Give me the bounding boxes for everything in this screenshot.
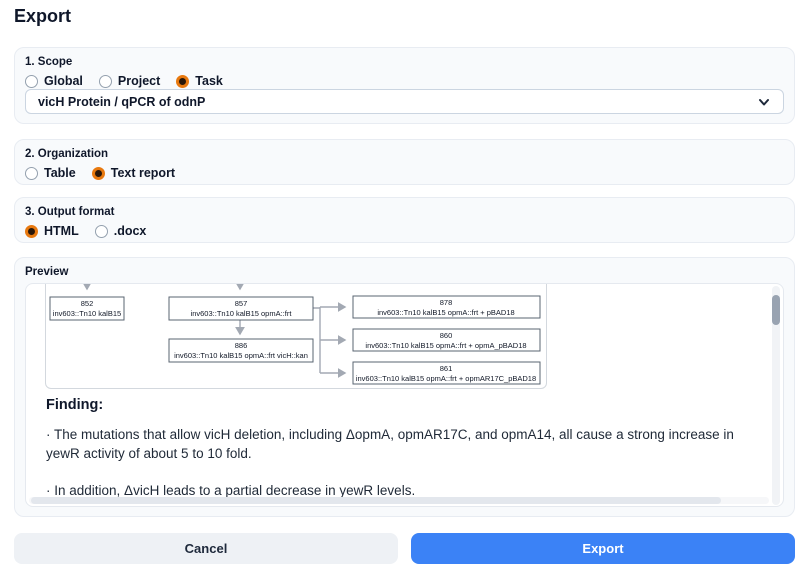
svg-text:inv603::Tn10 kalB15 opmA::frt: inv603::Tn10 kalB15 opmA::frt vicH::kan [174,351,308,360]
finding-point-1: · The mutations that allow vicH deletion… [46,427,734,461]
strain-node-857: 857 inv603::Tn10 kalB15 opmA::frt [168,296,314,321]
radio-selected-icon [91,166,105,180]
svg-text:852: 852 [81,299,94,308]
strain-node-878: 878 inv603::Tn10 kalB15 opmA::frt + pBAD… [352,295,541,319]
horizontal-scrollbar-thumb[interactable] [31,497,721,504]
preview-scroll-area: 852 inv603::Tn10 kalB15 857 inv603::Tn10… [25,283,784,507]
svg-text:inv603::Tn10 kalB15 opmA::frt: inv603::Tn10 kalB15 opmA::frt [191,309,293,318]
radio-icon [25,74,38,88]
finding-point-2: · In addition, ΔvicH leads to a partial … [46,483,416,498]
strain-lineage-diagram: 852 inv603::Tn10 kalB15 857 inv603::Tn10… [45,284,547,389]
strain-node-886: 886 inv603::Tn10 kalB15 opmA::frt vicH::… [168,338,314,363]
organization-radio-group: Table Text report [25,166,784,180]
svg-text:inv603::Tn10 kalB15 opmA::frt: inv603::Tn10 kalB15 opmA::frt + opmA_pBA… [365,341,526,350]
output-format-label: 3. Output format [25,206,115,218]
radio-icon [98,74,112,88]
strain-lineage-svg: 852 inv603::Tn10 kalB15 857 inv603::Tn10… [49,284,541,385]
radio-org-table[interactable]: Table [25,166,76,180]
radio-label: HTML [44,224,79,238]
radio-scope-global[interactable]: Global [25,74,83,88]
horizontal-scrollbar-track [29,497,769,504]
svg-text:857: 857 [235,299,248,308]
vertical-scrollbar-thumb[interactable] [772,295,780,325]
radio-label: Global [44,74,83,88]
chevron-down-icon [759,98,769,105]
svg-text:inv603::Tn10 kalB15 opmA::frt: inv603::Tn10 kalB15 opmA::frt + opmAR17C… [356,374,536,383]
cancel-button[interactable]: Cancel [14,533,398,564]
radio-icon [25,166,38,180]
strain-node-860: 860 inv603::Tn10 kalB15 opmA::frt + opmA… [352,328,541,352]
radio-label: .docx [113,224,147,238]
svg-text:878: 878 [440,298,453,307]
radio-label: Task [195,74,223,88]
strain-node-852: 852 inv603::Tn10 kalB15 [49,296,125,321]
finding-heading: Finding: [46,397,104,413]
organization-section: 2. Organization Table Text report [14,139,795,185]
preview-label: Preview [25,266,69,278]
task-select-value: vicH Protein / qPCR of odnP [38,94,206,109]
radio-scope-project[interactable]: Project [98,74,161,88]
vertical-scrollbar-track [772,286,780,505]
radio-format-html[interactable]: HTML [25,224,79,238]
radio-label: Text report [110,166,176,180]
scope-section: 1. Scope Global Project Task vicH Protei… [14,47,795,124]
strain-node-861: 861 inv603::Tn10 kalB15 opmA::frt + opmA… [352,361,541,385]
radio-icon [94,224,108,238]
output-format-radio-group: HTML .docx [25,224,784,238]
scope-radio-group: Global Project Task [25,74,784,88]
svg-text:860: 860 [440,331,453,340]
svg-text:inv603::Tn10 kalB15: inv603::Tn10 kalB15 [53,309,121,318]
radio-format-docx[interactable]: .docx [94,224,147,238]
radio-label: Table [44,166,76,180]
preview-section: Preview [14,257,795,517]
organization-label: 2. Organization [25,148,109,160]
export-button[interactable]: Export [411,533,795,564]
radio-scope-task[interactable]: Task [176,74,223,88]
svg-text:inv603::Tn10 kalB15 opmA::frt: inv603::Tn10 kalB15 opmA::frt + pBAD18 [377,308,514,317]
page-title: Export [14,6,72,26]
radio-selected-icon [176,74,190,88]
svg-text:861: 861 [440,364,453,373]
scope-label: 1. Scope [25,56,73,68]
task-select[interactable]: vicH Protein / qPCR of odnP [25,89,784,114]
radio-label: Project [117,74,161,88]
radio-selected-icon [25,224,38,238]
output-format-section: 3. Output format HTML .docx [14,197,795,243]
radio-org-text-report[interactable]: Text report [91,166,176,180]
svg-text:886: 886 [235,341,248,350]
